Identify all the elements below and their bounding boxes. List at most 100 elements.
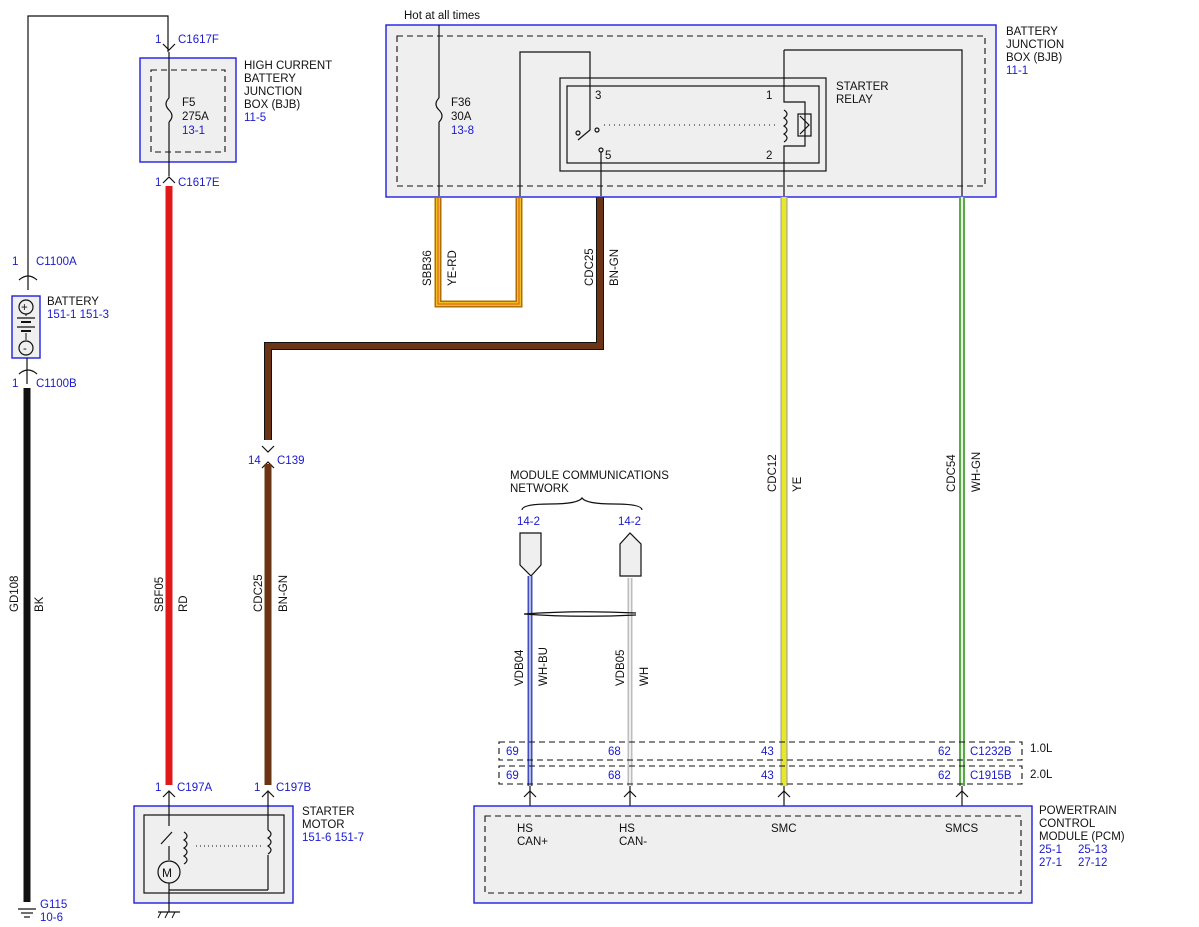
svg-text:M: M <box>162 866 172 880</box>
wire-vdb05-color: WH <box>639 667 651 686</box>
high-current-bjb: 1 C1617F 1 C1617E F5 275A 13-1 HIGH CURR… <box>139 34 332 189</box>
powertrain-control-module: HS CAN+ HS CAN- SMC SMCS POWERTRAIN CONT… <box>473 805 1125 904</box>
connector-c197b-icon <box>261 790 275 798</box>
starter-motor-refs: 151-6 151-7 <box>302 832 364 844</box>
pcm-title-3: MODULE (PCM) <box>1039 831 1125 843</box>
pcm-title-1: POWERTRAIN <box>1039 805 1117 817</box>
bjb-box <box>385 24 997 198</box>
hcbjb-title-3: JUNCTION <box>244 86 302 98</box>
bjb-title-3: BOX (BJB) <box>1006 52 1062 64</box>
c197a-pin: 1 <box>155 782 161 794</box>
bjb-title-2: JUNCTION <box>1006 39 1064 51</box>
c1232b-pin-69: 69 <box>506 746 519 758</box>
c139-label: C139 <box>277 455 305 467</box>
hcbjb-title-4: BOX (BJB) <box>244 99 300 111</box>
c1617f-label: C1617F <box>178 34 219 46</box>
wire-sbb36 <box>434 198 523 308</box>
c1232b-pin-43: 43 <box>761 746 774 758</box>
pcm-pin-smc: SMC <box>771 823 797 835</box>
solenoid-coil-right-icon <box>266 829 272 855</box>
wire-sbb36-circuit: SBB36 <box>422 250 434 286</box>
wire-vdb05-circuit: VDB05 <box>615 650 627 686</box>
network-ref-left: 14-2 <box>517 516 540 528</box>
hot-at-all-times: Hot at all times <box>404 10 480 22</box>
c1617f-pin: 1 <box>155 34 161 46</box>
starter-relay-inner <box>566 85 820 164</box>
battery-feed-line <box>27 15 169 290</box>
wire-sbb36-color: YE-RD <box>447 250 459 286</box>
c1100a-label: C1100A <box>36 256 77 268</box>
c197a-label: C197A <box>177 782 212 794</box>
fuse-f5-icon <box>165 97 173 123</box>
wire-gd108-color: BK <box>34 596 46 612</box>
wire-cdc25-upper-color: BN-GN <box>609 249 621 286</box>
pcm-pin-hs-can-plus-2: CAN+ <box>517 836 548 848</box>
pcm-ref-2: 25-13 <box>1078 844 1107 856</box>
pcm-box <box>473 805 1033 904</box>
connector-c1617f-icon <box>162 43 176 51</box>
network-title-1: MODULE COMMUNICATIONS <box>510 470 669 482</box>
relay-coil-icon <box>782 109 788 143</box>
relay-pin-1: 1 <box>766 90 772 102</box>
c1232b-pin-62: 62 <box>938 746 951 758</box>
network-ref-right: 14-2 <box>618 516 641 528</box>
starter-switch-icon <box>160 831 173 845</box>
g115-ref: 10-6 <box>40 912 63 924</box>
bjb-dashed <box>396 35 986 187</box>
c1100a-pin: 1 <box>12 256 18 268</box>
c1915b-engine: 2.0L <box>1030 769 1053 781</box>
wire-cdc25-lower-circuit: CDC25 <box>253 574 265 612</box>
starter-relay-title-2: RELAY <box>836 94 873 106</box>
starter-relay-title-1: STARTER <box>836 81 889 93</box>
c1915b-pin-62: 62 <box>938 770 951 782</box>
twisted-pair-icon <box>523 611 637 617</box>
g115-label: G115 <box>40 899 67 911</box>
c1915b-label: C1915B <box>970 770 1012 782</box>
pcm-ref-1: 25-1 <box>1039 844 1062 856</box>
hcbjb-title-1: HIGH CURRENT <box>244 60 332 72</box>
c1100b-pin: 1 <box>12 378 18 390</box>
fuse-f36-ref: 13-8 <box>451 125 474 137</box>
c1232b-engine: 1.0L <box>1030 743 1053 755</box>
c1232b-pin-68: 68 <box>608 746 621 758</box>
wire-sbf05-color: RD <box>178 595 190 612</box>
bjb-ref: 11-1 <box>1006 65 1028 77</box>
pcm-pin-hs-can-minus-2: CAN- <box>619 836 647 848</box>
relay-resistor-icon <box>797 113 812 137</box>
starter-relay-outer <box>559 77 827 172</box>
wire-vdb04-color: WH-BU <box>538 647 550 686</box>
pcm-connectors: 69 68 43 62 C1232B 1.0L 69 68 43 62 C191… <box>498 741 1053 806</box>
connector-c197a-icon <box>162 790 176 798</box>
pcm-pin-smcs: SMCS <box>945 823 979 835</box>
battery-junction-box: Hot at all times F36 30A 13-8 3 1 5 2 ST… <box>385 10 1064 198</box>
module-communications-network: MODULE COMMUNICATIONS NETWORK 14-2 14-2 … <box>510 470 669 786</box>
hcbjb-box <box>139 57 237 163</box>
connector-c1100b-icon <box>18 369 38 375</box>
wire-cdc12-color: YE <box>792 476 804 492</box>
wire-cdc25-lower-color: BN-GN <box>278 575 290 612</box>
fuse-f5-ref: 13-1 <box>182 125 205 137</box>
bjb-title-1: BATTERY <box>1006 26 1058 38</box>
starter-ground-icon <box>157 911 180 919</box>
wire-vdb04-circuit: VDB04 <box>514 649 526 686</box>
wire-cdc54-circuit: CDC54 <box>946 454 958 492</box>
pcm-pin-hs-can-plus-1: HS <box>517 823 533 835</box>
wire-cdc25-upper-outline <box>264 196 604 440</box>
pcm-dashed <box>484 815 1022 894</box>
connector-c139-bottom-icon <box>261 461 275 469</box>
network-connector-left-icon <box>519 532 542 577</box>
fuse-f36-icon <box>435 97 443 123</box>
battery-plus: + <box>21 302 28 314</box>
c1915b-pin-68: 68 <box>608 770 621 782</box>
wire-sbf05-circuit: SBF05 <box>154 577 166 612</box>
starter-motor-title-1: STARTER <box>302 806 355 818</box>
starter-motor-title-2: MOTOR <box>302 819 345 831</box>
starter-motor: 1 C197A 1 C197B M STARTER MOTOR 151-6 15… <box>133 782 364 919</box>
network-connector-right-icon <box>619 532 642 577</box>
hcbjb-ref: 11-5 <box>244 112 266 124</box>
solenoid-coil-icon <box>182 831 188 865</box>
network-title-2: NETWORK <box>510 483 569 495</box>
c1617e-label: C1617E <box>178 177 220 189</box>
hcbjb-title-2: BATTERY <box>244 73 296 85</box>
